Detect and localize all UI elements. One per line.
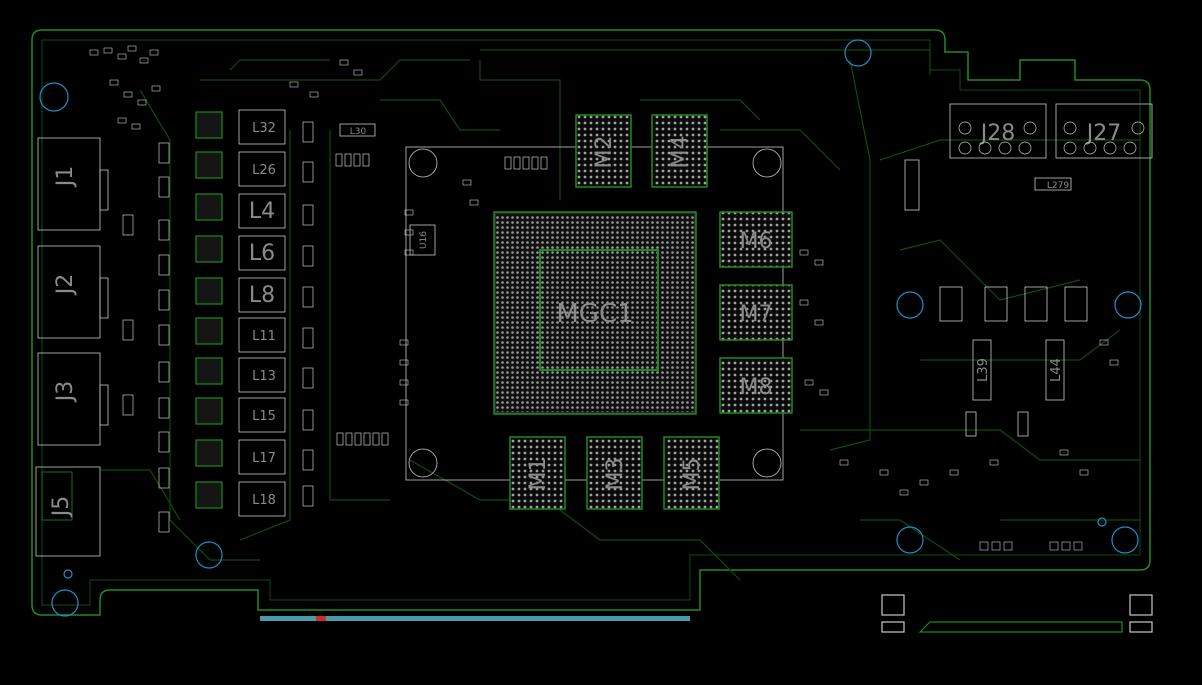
l15-label: L15 xyxy=(252,409,276,424)
m1-label: M1 xyxy=(526,458,551,491)
memory-chip-m7: M7 xyxy=(719,284,793,341)
j1-label: J1 xyxy=(53,166,78,189)
m6-label: M6 xyxy=(740,229,773,254)
traces xyxy=(100,49,1140,581)
inner-outline xyxy=(41,39,1141,606)
memory-chip-m1: M1 xyxy=(509,436,566,510)
m5-label: M5 xyxy=(680,458,705,491)
connector-j1: J1 xyxy=(37,137,109,231)
connector-j2: J2 xyxy=(37,245,109,339)
mount-holes xyxy=(39,39,1142,617)
smd-components xyxy=(89,45,1119,551)
l32-label: L32 xyxy=(252,121,276,136)
bracket-area xyxy=(881,594,1153,633)
l4-label: L4 xyxy=(249,199,275,224)
capacitor-columns xyxy=(122,121,548,533)
j3-label: J3 xyxy=(53,381,78,404)
m7-label: M7 xyxy=(740,302,773,327)
memory-chip-m6: M6 xyxy=(719,211,793,268)
mosfet-column xyxy=(195,111,223,509)
board-outline xyxy=(31,29,1151,616)
l279-label: L279 xyxy=(1047,181,1069,191)
memory-chip-m3: M3 xyxy=(586,436,643,510)
memory-chip-m8: M8 xyxy=(719,357,793,414)
l44-label: L44 xyxy=(1049,358,1064,382)
gpu-label: MGC1 xyxy=(556,299,633,329)
connector-j3: J3 xyxy=(37,352,109,446)
vrm-inductors xyxy=(238,109,286,517)
m8-label: M8 xyxy=(740,375,773,400)
display-connectors: J1 J2 J3 J5 xyxy=(35,137,109,557)
l17-label: L17 xyxy=(252,451,276,466)
memory-chip-m5: M5 xyxy=(663,436,720,510)
pcie-edge-connector xyxy=(260,616,690,621)
l18-label: L18 xyxy=(252,493,276,508)
l39-label: L39 xyxy=(976,358,991,382)
power-connectors: J28 J27 xyxy=(949,103,1153,159)
l26-label: L26 xyxy=(252,163,276,178)
j5-label: J5 xyxy=(49,496,74,519)
connector-j5: J5 xyxy=(35,466,101,557)
l6-label: L6 xyxy=(249,241,275,266)
vrm-inductor-labels: L32 L26 L4 L6 L8 L11 L13 L15 L17 L18 xyxy=(249,121,276,508)
memory-chip-m4: M4 xyxy=(651,114,708,188)
m3-label: M3 xyxy=(603,458,628,491)
j2-label: J2 xyxy=(53,274,78,297)
l30-label: L30 xyxy=(350,127,367,137)
chip-u16: U16 xyxy=(409,224,436,256)
right-vrm xyxy=(904,159,1088,437)
m4-label: M4 xyxy=(668,136,693,169)
m2-label: M2 xyxy=(592,136,617,169)
memory-chips: M2 M4 M6 M7 M8 M1 M3 M5 xyxy=(509,114,793,510)
l8-label: L8 xyxy=(249,283,275,308)
l11-label: L11 xyxy=(252,329,276,344)
l13-label: L13 xyxy=(252,369,276,384)
memory-chip-m2: M2 xyxy=(575,114,632,188)
inductor-l30: L30 xyxy=(339,123,376,137)
u16-label: U16 xyxy=(419,231,429,249)
gpu-package: MGC1 xyxy=(405,146,784,481)
